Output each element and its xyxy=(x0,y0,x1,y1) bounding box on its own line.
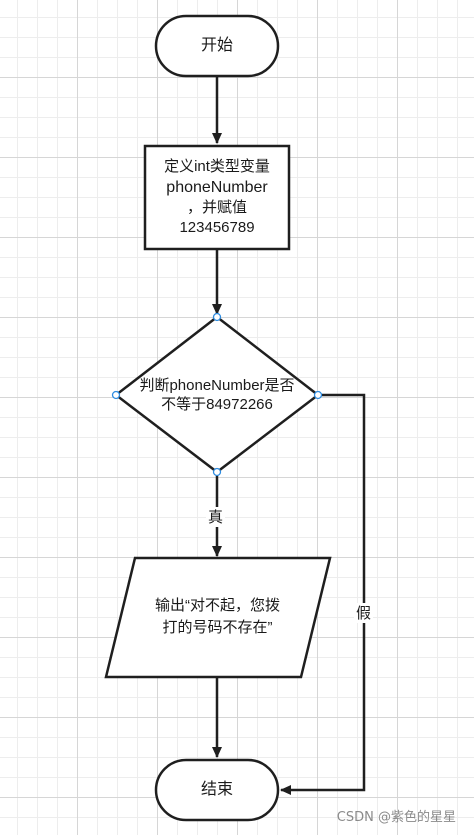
csdn-watermark: CSDN @紫色的星星 xyxy=(336,810,456,825)
declare-line-2: phoneNumber xyxy=(166,179,268,197)
declare-line-3: ，并赋值 xyxy=(186,199,247,217)
connection-point-top[interactable] xyxy=(212,312,222,322)
output-line-2: 打的号码不存在” xyxy=(162,619,273,636)
start-label-text: 开始 xyxy=(200,36,233,54)
connection-point-right[interactable] xyxy=(313,390,323,400)
edge-label-true: 真 xyxy=(206,507,226,527)
declare-variable-process[interactable] xyxy=(143,144,291,251)
decision-line-1: 判断phoneNumber是否 xyxy=(139,376,295,394)
start-label: 开始 xyxy=(156,16,278,76)
end-label: 结束 xyxy=(156,760,278,820)
end-label-text: 结束 xyxy=(200,780,233,798)
connection-point-bottom[interactable] xyxy=(212,467,222,477)
output-label: 输出“对不起，您拨 打的号码不存在” xyxy=(130,585,305,649)
decision-line-2: 不等于84972266 xyxy=(161,396,273,413)
output-parallelogram[interactable] xyxy=(104,556,332,679)
output-line-1: 输出“对不起，您拨 xyxy=(155,596,280,614)
declare-line-1: 定义int类型变量 xyxy=(164,158,270,176)
edge-label-false: 假 xyxy=(354,603,374,623)
end-terminator[interactable] xyxy=(154,758,280,822)
edge-decision-to-end-false xyxy=(280,393,366,795)
connection-point-left[interactable] xyxy=(111,390,121,400)
declare-line-4: 123456789 xyxy=(179,218,255,236)
decision-label: 判断phoneNumber是否 不等于84972266 xyxy=(126,368,308,422)
declare-variable-label: 定义int类型变量 phoneNumber ，并赋值 123456789 xyxy=(145,146,289,249)
